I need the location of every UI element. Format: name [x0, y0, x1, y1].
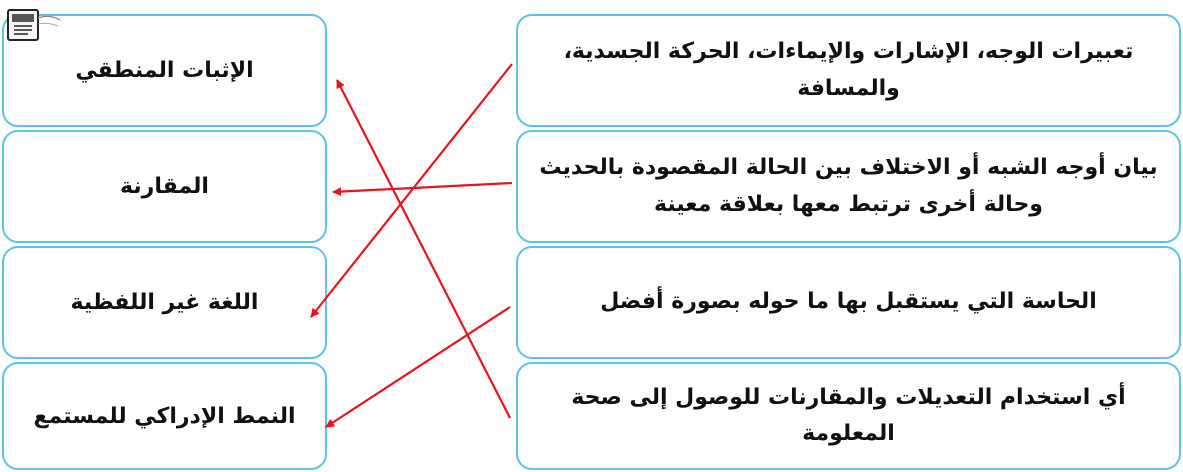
left-box-perceptual: النمط الإدراكي للمستمع	[2, 362, 327, 470]
arrow-verification-to-logical-proof	[336, 79, 511, 419]
left-box-nonverbal: اللغة غير اللفظية	[2, 246, 327, 359]
left-box-comparison: المقارنة	[2, 130, 327, 243]
left-label: النمط الإدراكي للمستمع	[33, 403, 296, 429]
arrow-similarity-to-comparison	[332, 181, 513, 197]
left-label: الإثبات المنطقي	[75, 58, 254, 83]
right-label: أي استخدام التعديلات والمقارنات للوصول إ…	[571, 384, 1126, 446]
right-box-verification: أي استخدام التعديلات والمقارنات للوصول إ…	[516, 362, 1181, 470]
left-box-logical-proof: الإثبات المنطقي	[2, 14, 327, 127]
right-label: تعبيرات الوجه، الإشارات والإيماءات، الحر…	[563, 39, 1134, 101]
right-label: بيان أوجه الشبه أو الاختلاف بين الحالة ا…	[539, 155, 1158, 217]
left-label: المقارنة	[120, 174, 209, 199]
arrow-body-language-to-nonverbal	[310, 63, 513, 318]
right-box-body-language: تعبيرات الوجه، الإشارات والإيماءات، الحر…	[516, 14, 1181, 127]
arrow-sense-to-perceptual	[325, 306, 511, 428]
right-label: الحاسة التي يستقبل بها ما حوله بصورة أفض…	[600, 289, 1097, 315]
right-box-similarity: بيان أوجه الشبه أو الاختلاف بين الحالة ا…	[516, 130, 1181, 243]
right-box-sense: الحاسة التي يستقبل بها ما حوله بصورة أفض…	[516, 246, 1181, 359]
card-reader-icon	[7, 9, 61, 41]
left-label: اللغة غير اللفظية	[70, 290, 259, 315]
